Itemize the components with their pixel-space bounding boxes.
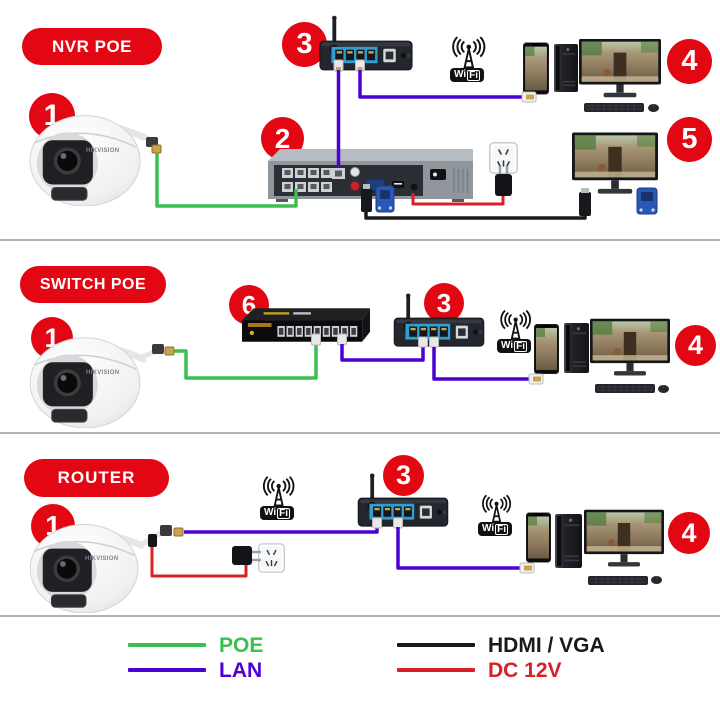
phone-icon [523,42,549,95]
rj45-connector [164,346,175,356]
rj45-pins [524,565,532,571]
dc-connector [148,534,157,547]
wifi-badge-fi: Fi [495,523,509,535]
cable-poe [174,344,318,380]
router-icon [392,292,486,348]
cable-lan-camera-router [184,527,379,534]
wifi-badge: Wi Fi [496,339,532,353]
cable-hdmi [364,210,587,220]
camera-brand: HIKVISION [85,556,119,562]
wifi-antenna-icon [254,470,300,508]
wifi-badge-fi: Fi [514,340,528,352]
wifi-badge-wi: Wi [453,69,467,80]
section-label-router: ROUTER [24,459,169,497]
router-icon [356,472,450,528]
legend-label-poe: POE [219,633,264,657]
badge-monitor: 5 [667,117,712,162]
camera-pigtail [139,529,165,547]
vga-screw [388,206,393,210]
badge-clients: 4 [668,512,710,554]
mouse-icon [651,576,662,584]
wifi-antenna-icon [492,304,536,341]
wifi-icon: Wi Fi [492,304,536,353]
wifi-badge-wi: Wi [500,340,514,351]
camera-icon [27,513,145,613]
section-divider [0,239,720,241]
badge-clients: 4 [675,325,716,366]
badge-router: 3 [282,22,327,67]
keyboard-icon [584,103,644,112]
rj45-connector [528,373,544,385]
wifi-icon: Wi Fi [443,30,491,82]
pc-tower-icon [555,514,582,568]
pigtail-coupler [160,525,172,536]
wall-outlet-icon [489,142,518,174]
legend-swatch-lan [128,668,206,672]
wifi-badge-fi: Fi [467,69,481,81]
power-plug [495,174,512,196]
legend-label-dc: DC 12V [488,658,562,682]
keyboard-icon [588,576,648,585]
rj45-connector [151,144,162,154]
badge-clients: 4 [667,39,712,84]
legend-label-lan: LAN [219,658,263,682]
camera-brand: HIKVISION [86,370,120,376]
wifi-icon: Wi Fi [254,470,300,520]
legend-item-hdmi-vga: HDMI / VGA [397,633,605,657]
mouse-icon [658,385,669,393]
section-label-switch-poe: SWITCH POE [20,266,166,303]
rj45-connector [519,562,535,574]
badge-router: 3 [424,283,464,323]
pigtail-coupler [146,137,158,147]
section-label-nvr-poe: NVR POE [22,28,162,65]
badge-router: 3 [383,455,424,496]
vga-screw [651,208,655,212]
wifi-badge: Wi Fi [477,522,513,536]
wifi-badge-wi: Wi [481,523,495,534]
legend-item-lan: LAN [128,658,263,682]
router-icon [318,14,414,72]
wifi-badge: Wi Fi [259,506,295,520]
camera-brand: HIKVISION [86,148,120,154]
wifi-badge-fi: Fi [277,507,291,519]
legend-divider [0,615,720,617]
legend-item-dc12v: DC 12V [397,658,562,682]
monitor-icon [572,130,658,198]
pc-tower-icon [554,42,578,94]
legend-swatch-dc [397,668,475,672]
cable-dc12v [150,547,248,578]
legend-swatch-hdmi [397,643,475,647]
wifi-badge-wi: Wi [263,507,277,518]
pigtail-coupler [152,344,164,354]
nvr-icon [268,149,473,202]
power-adapter [232,546,252,565]
wall-outlet-icon [258,543,285,573]
poe-switch-icon [242,306,370,344]
wifi-antenna-icon [474,489,516,524]
rj45-pins [533,376,541,382]
phone-icon [526,512,551,563]
phone-icon [534,324,559,374]
rj45-connector [173,527,184,537]
wifi-icon: Wi Fi [474,489,516,536]
keyboard-icon [595,384,655,393]
mouse-icon [648,104,659,112]
camera-icon [28,103,146,207]
vga-screw [639,208,643,212]
section-divider [0,432,720,434]
legend-item-poe: POE [128,633,264,657]
wifi-badge: Wi Fi [449,68,485,82]
camera-icon [28,326,146,428]
legend-swatch-poe [128,643,206,647]
wifi-antenna-icon [443,30,491,70]
monitor-icon [590,316,670,380]
legend-label-hdmi: HDMI / VGA [488,633,605,657]
monitor-icon [584,508,664,570]
rj45-pins [526,94,534,100]
monitor-icon [579,36,661,102]
vga-screw [377,206,382,210]
pc-tower-icon [564,322,589,374]
